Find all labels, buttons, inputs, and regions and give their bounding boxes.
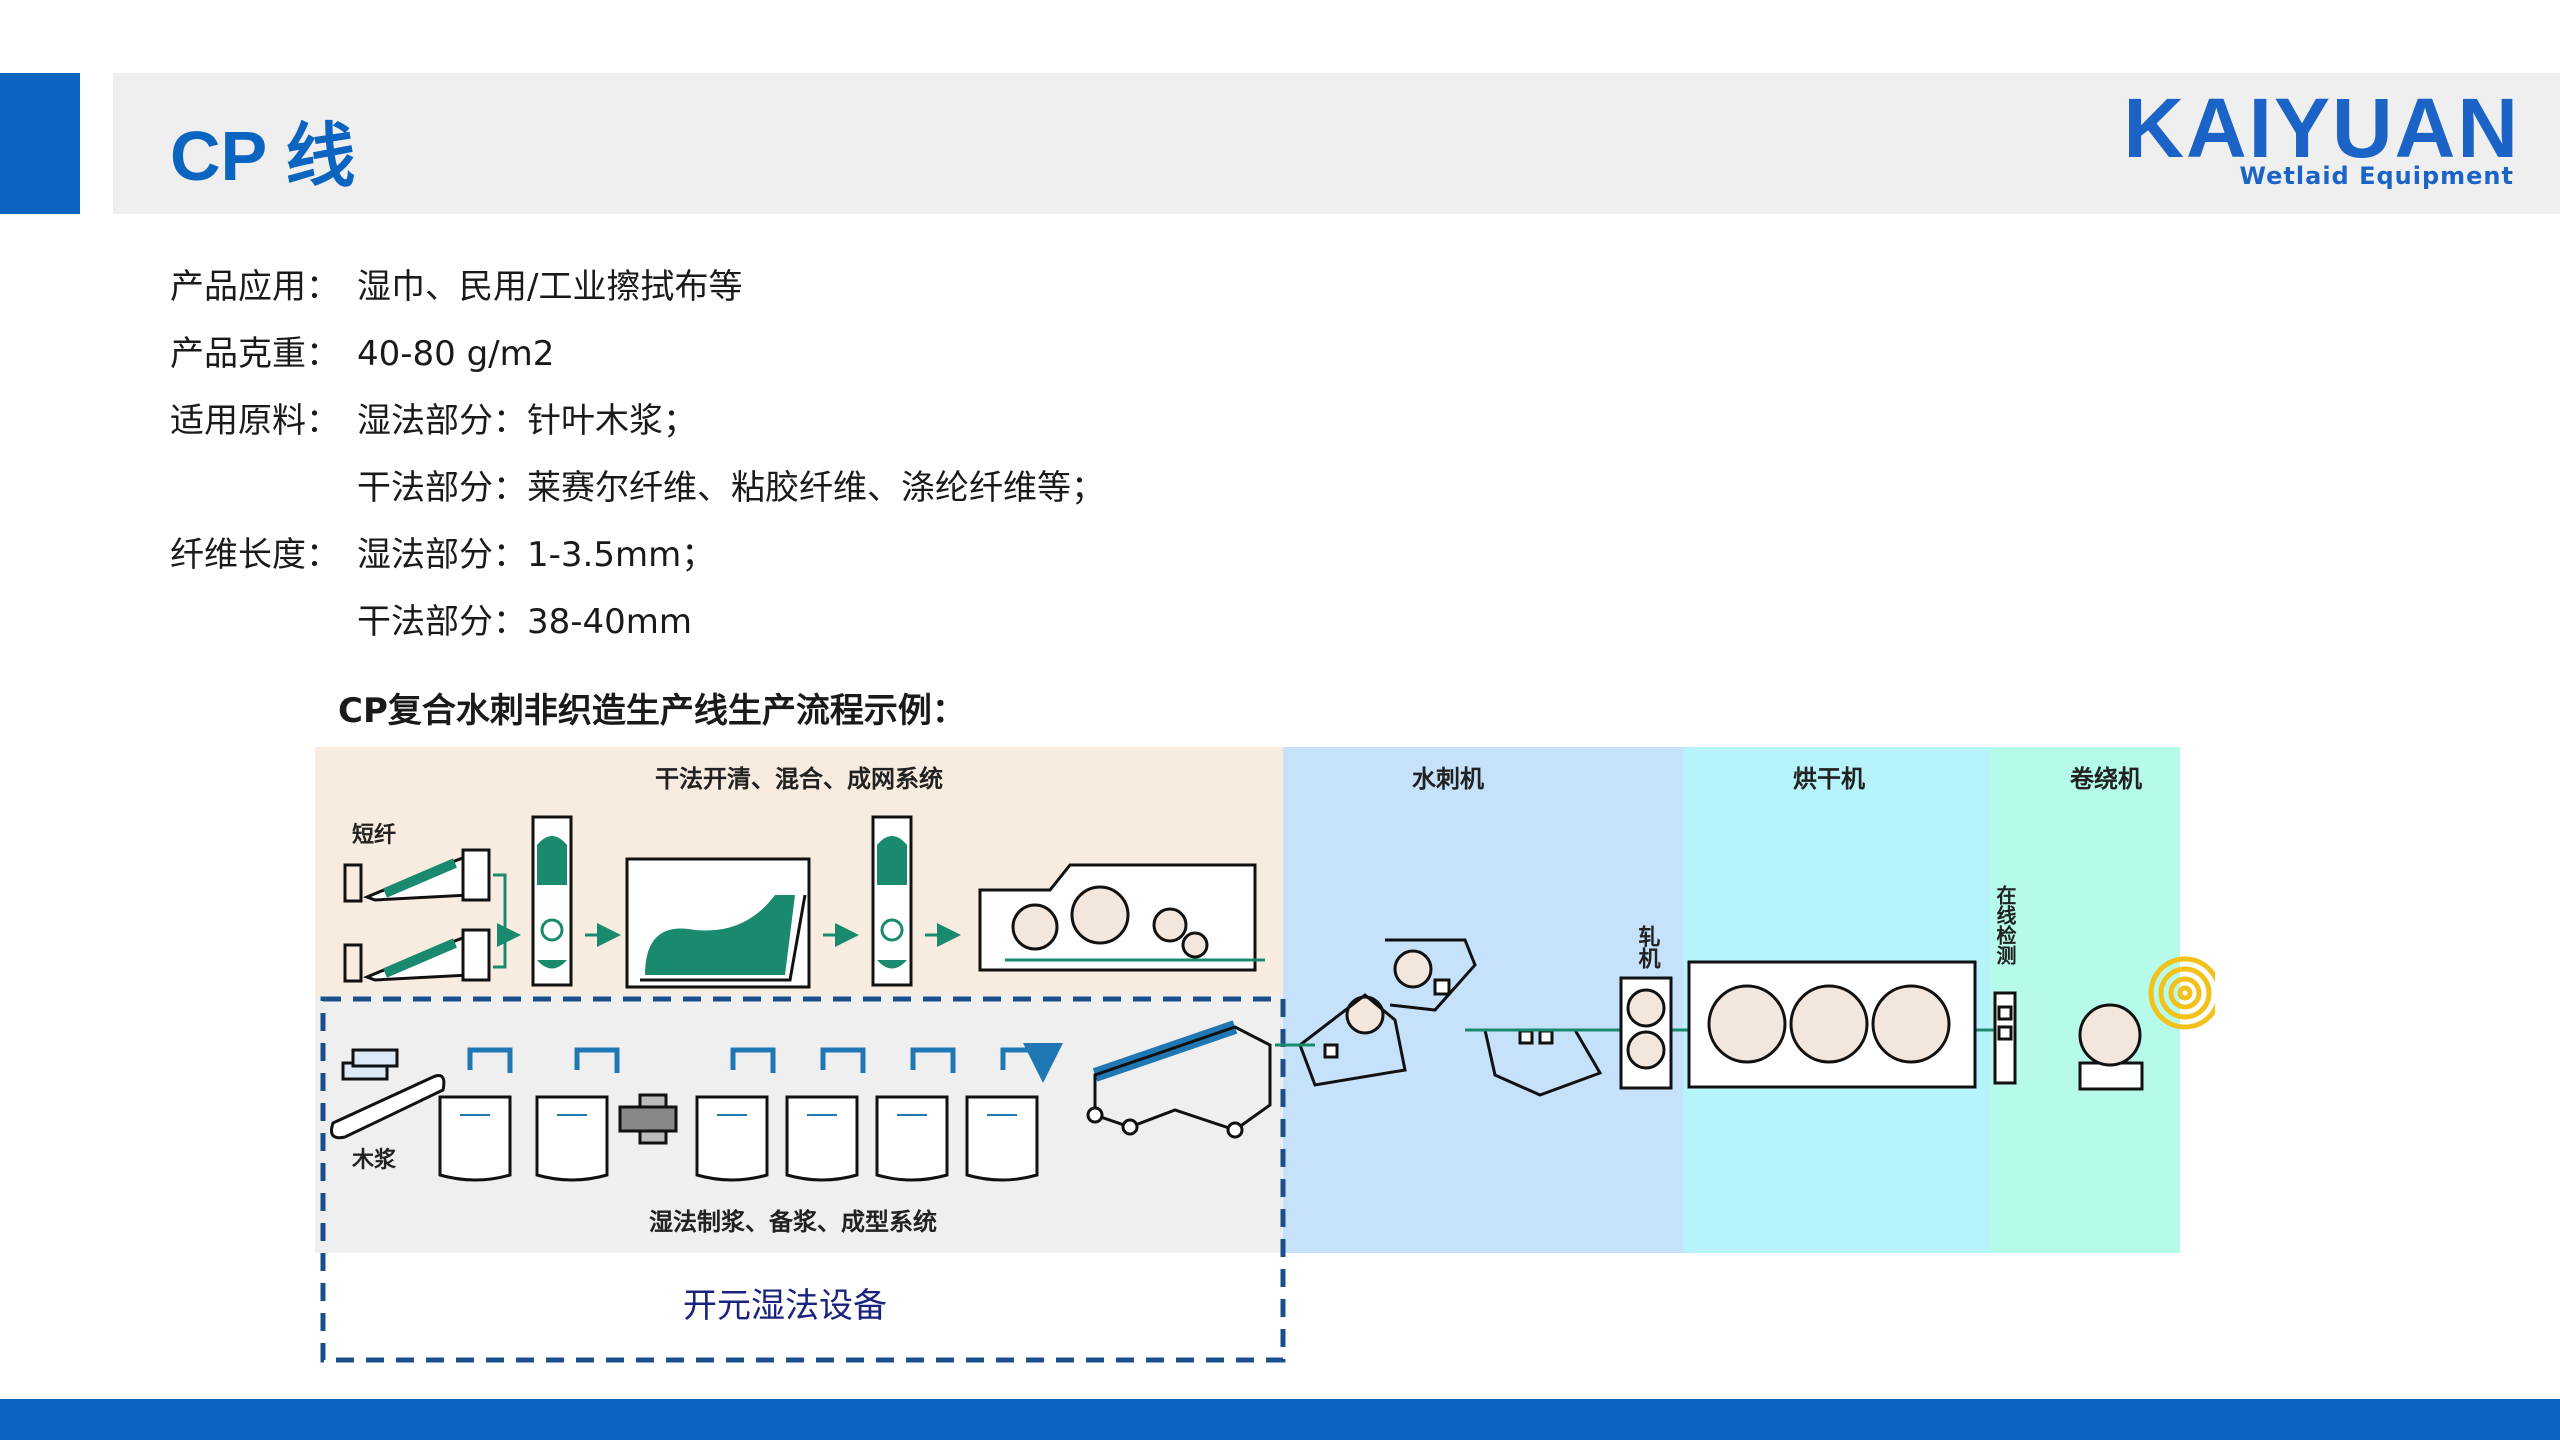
through-air-dryer (1687, 960, 1977, 1089)
pulp-conveyor (330, 1048, 446, 1140)
hydro-section-bg (1283, 747, 1683, 1253)
feeder-merge-arrow (493, 873, 515, 969)
dry-section-title: 干法开清、混合、成网系统 (655, 765, 943, 793)
short-fiber-label: 短纤 (352, 822, 396, 848)
carding-machine (978, 863, 1265, 972)
online-inspection-frame (1993, 991, 2017, 1085)
wetlaid-dashed-box (320, 996, 1286, 1363)
pulp-tank-4 (785, 1095, 859, 1182)
spec-value: 干法部分：莱赛尔纤维、粘胶纤维、涤纶纤维等； (357, 468, 1105, 508)
spec-value: 湿巾、民用/工业擦拭布等 (357, 267, 743, 307)
dryer-section-title: 烘干机 (1793, 765, 1865, 793)
finished-roll-coil-icon (2148, 956, 2215, 1030)
spec-label: 产品克重： (170, 334, 340, 374)
process-flow-diagram: 干法开清、混合、成网系统 水刺机 烘干机 卷绕机 湿法制浆、备浆、成型系统 短纤… (315, 747, 2215, 1363)
spec-value: 干法部分：38-40mm (357, 602, 693, 642)
inspect-label: 在线检测 (1993, 884, 2017, 965)
spec-list: 产品应用： 湿巾、民用/工业擦拭布等 产品克重： 40-80 g/m2 适用原料… (170, 254, 1105, 656)
spec-row-material: 适用原料： 湿法部分：针叶木浆； (170, 388, 1105, 455)
pulp-label: 木浆 (351, 1147, 397, 1173)
inclined-wire-former (1086, 1020, 1272, 1139)
fiber-feeder-top (343, 848, 491, 903)
opener-hopper-1 (531, 815, 573, 987)
press-rolls (1619, 976, 1673, 1090)
hydro-section-title: 水刺机 (1412, 765, 1484, 793)
header-band (113, 73, 2560, 214)
winder-section-bg (1990, 747, 2180, 1253)
footer-bar (0, 1399, 2560, 1440)
opener-hopper-2 (871, 815, 913, 987)
pulp-tank-3 (695, 1095, 769, 1182)
spec-row-material-dry: 干法部分：莱赛尔纤维、粘胶纤维、涤纶纤维等； (170, 455, 1105, 522)
kaiyuan-logo: KAIYUAN Wetlaid Equipment (2070, 86, 2520, 198)
wetlaid-box-label: 开元湿法设备 (683, 1286, 887, 1326)
pulp-tank-2 (535, 1095, 609, 1182)
left-accent-bar (0, 73, 80, 214)
spec-label: 产品应用： (170, 267, 340, 307)
fiber-feeder-bottom (343, 928, 491, 983)
pulp-flow-arrows (467, 1050, 1043, 1073)
winder-section-title: 卷绕机 (2070, 765, 2142, 793)
spec-value: 40-80 g/m2 (357, 334, 555, 374)
pulp-tank-5 (875, 1095, 949, 1182)
press-label: 轧机 (1635, 924, 1661, 970)
spec-label: 适用原料： (170, 401, 340, 441)
blending-box (625, 857, 811, 989)
page-title: CP 线 (170, 117, 356, 195)
diagram-caption: CP复合水刺非织造生产线生产流程示例： (338, 691, 966, 731)
logo-wordmark: KAIYUAN (2123, 81, 2520, 175)
winder-unit (2078, 1003, 2144, 1091)
hydroentangle-unit-2 (1385, 938, 1477, 1012)
wet-section-title: 湿法制浆、备浆、成型系统 (649, 1208, 937, 1236)
hydroentangle-unit-1 (1298, 993, 1407, 1087)
spec-label: 纤维长度： (170, 535, 340, 575)
spec-row-fiber-length: 纤维长度： 湿法部分：1-3.5mm； (170, 522, 1105, 589)
spec-value: 湿法部分：针叶木浆； (357, 401, 697, 441)
refiner-pump (618, 1093, 678, 1145)
pulp-tank-1 (438, 1095, 512, 1182)
spec-row-fiber-length-dry: 干法部分：38-40mm (170, 589, 1105, 656)
spec-row-application: 产品应用： 湿巾、民用/工业擦拭布等 (170, 254, 1105, 321)
spec-row-weight: 产品克重： 40-80 g/m2 (170, 321, 1105, 388)
logo-tagline: Wetlaid Equipment (2239, 162, 2514, 190)
pulp-tank-6 (965, 1095, 1039, 1182)
spec-value: 湿法部分：1-3.5mm； (357, 535, 716, 575)
